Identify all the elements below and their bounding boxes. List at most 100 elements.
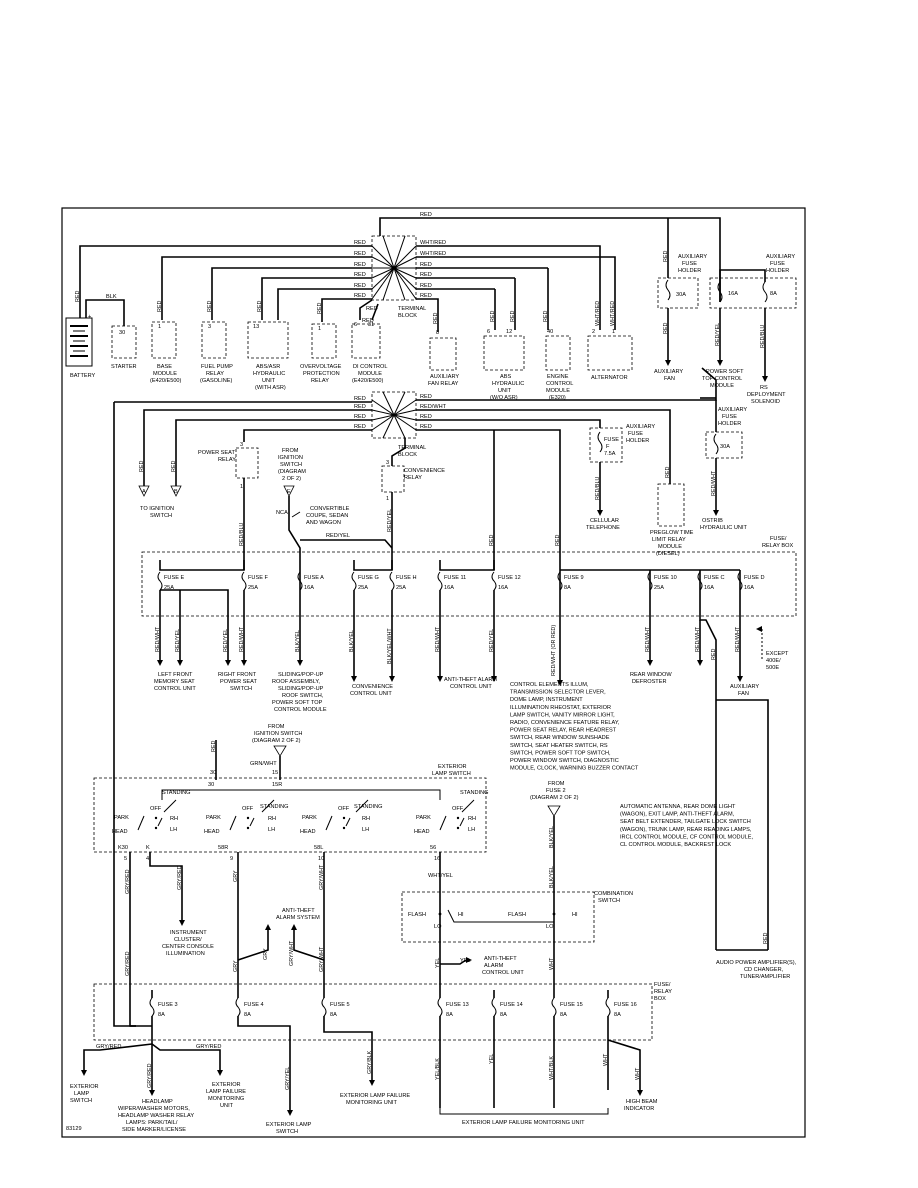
off-label: OFF [242, 806, 254, 812]
svg-text:FROM: FROM [282, 448, 299, 454]
starter: 30 STARTER [111, 325, 137, 370]
overvoltage-protection-relay: 1 OVERVOLTAGE PROTECTION RELAY [300, 323, 342, 384]
svg-text:SLIDING/POP-UP: SLIDING/POP-UP [278, 686, 324, 692]
svg-text:UNIT: UNIT [262, 378, 276, 384]
svg-text:1: 1 [158, 324, 161, 330]
svg-text:2: 2 [592, 329, 595, 335]
sliding-roof-label: SLIDING/POP-UP ROOF ASSEMBLY, SLIDING/PO… [272, 672, 327, 713]
combination-switch [401, 891, 595, 943]
svg-text:LEFT FRONT: LEFT FRONT [158, 672, 193, 678]
svg-text:CONTROL UNIT: CONTROL UNIT [154, 686, 196, 692]
wire-label: RED [354, 414, 366, 420]
wht-yel-label: WHT/YEL [428, 873, 453, 879]
fuse-name: FUSE 10 [654, 575, 677, 581]
wire-label: WHT/RED [610, 301, 616, 326]
cellular-telephone-label: CELLULAR TELEPHONE [586, 518, 620, 531]
wire-label: RED [354, 424, 366, 430]
wire-label: WHT/BLK [549, 1056, 555, 1080]
wire-label: GRY/RED [125, 869, 131, 894]
auto-antenna-label: AUTOMATIC ANTENNA, REAR DOME LIGHT(WAGON… [620, 804, 753, 848]
wire-label: RED [711, 649, 717, 660]
svg-text:(DIAGRAM: (DIAGRAM [278, 469, 306, 475]
di-control-module: 6 31 DI CONTROL MODULE (E420/E500) [351, 322, 388, 384]
svg-text:AUXILIARY: AUXILIARY [730, 684, 759, 690]
wire-label: RED [354, 283, 366, 289]
svg-text:SWITCH: SWITCH [150, 513, 172, 519]
rh-label: RH [468, 816, 476, 822]
svg-text:K: K [146, 845, 150, 851]
head-label: HEAD [112, 829, 128, 835]
svg-text:400E/: 400E/ [766, 658, 781, 664]
wire-label: YEL [435, 958, 441, 968]
svg-text:MONITORING UNIT: MONITORING UNIT [346, 1100, 397, 1106]
exterior-lamp-failure-3-label: EXTERIOR LAMP FAILURE MONITORING UNIT [462, 1120, 585, 1126]
pin-label: 15 [272, 770, 278, 776]
lo-label: LO [434, 924, 442, 930]
svg-text:9: 9 [230, 856, 233, 862]
wire-label: BLK [106, 294, 117, 300]
wire-label: RED [366, 306, 378, 312]
svg-text:EXTERIOR LAMP FAILURE: EXTERIOR LAMP FAILURE [340, 1093, 410, 1099]
wire-label: RED [354, 396, 366, 402]
svg-text:MODULE: MODULE [358, 371, 382, 377]
standing-label: STANDING [354, 804, 383, 810]
control-elements-line: POWER SEAT RELAY, REAR HEADREST [510, 728, 617, 734]
battery: + BATTERY [65, 314, 96, 379]
fuse-relay-box-2 [93, 983, 653, 1041]
auxiliary-fan-relay: 8 AUXILIARY FAN RELAY [428, 330, 459, 387]
head-label: HEAD [300, 829, 316, 835]
fuse-rating: 16A [744, 585, 754, 591]
wire-label: RED [420, 424, 432, 430]
wire-label: RED [207, 301, 213, 312]
fuse-rating: 25A [248, 585, 258, 591]
wire-label: RED [139, 461, 145, 472]
terminal-block-label-middle: TERMINAL BLOCK [398, 445, 426, 458]
instrument-cluster-label: INSTRUMENT CLUSTER/ CENTER CONSOLE ILLUM… [162, 930, 214, 957]
wire-label: RED/BLU [760, 325, 766, 348]
svg-text:MODULE: MODULE [546, 388, 570, 394]
svg-text:30A: 30A [676, 292, 686, 298]
wire-label: RED [663, 251, 669, 262]
svg-text:LAMP: LAMP [74, 1091, 90, 1097]
control-elements-line: TRANSMISSION SELECTOR LEVER, [510, 690, 606, 696]
lamp-switch-bottom-pins: K30 K 58R 58L 56 5 4 9 10 16 [118, 845, 440, 862]
svg-text:EXCEPT: EXCEPT [766, 651, 789, 657]
svg-text:8: 8 [436, 330, 439, 336]
fuse-rating: 25A [654, 585, 664, 591]
wire-label: RED [171, 461, 177, 472]
wire-label: RED [362, 318, 374, 324]
wire-label: RED [490, 311, 496, 322]
left-front-memory-seat-label: LEFT FRONT MEMORY SEAT CONTROL UNIT [154, 672, 196, 692]
svg-text:HYDRAULIC: HYDRAULIC [253, 371, 285, 377]
top-bus-red-label: RED [420, 212, 432, 218]
svg-text:HOLDER: HOLDER [766, 268, 789, 274]
power-soft-top-label: POWER SOFT TOP CONTROL MODULE [702, 369, 744, 389]
wire-label: RED [211, 741, 217, 752]
fuse-rating: 8A [330, 1012, 337, 1018]
audio-amplifier-label: AUDIO POWER AMPLIFIER(S), CD CHANGER, TU… [716, 960, 797, 980]
wire-label: GRY [233, 960, 239, 972]
svg-text:5: 5 [124, 856, 127, 862]
pin-label: 15R [272, 782, 282, 788]
base-module: 1 BASE MODULE (E420/E500) [150, 321, 182, 384]
svg-text:CLUSTER/: CLUSTER/ [174, 937, 202, 943]
svg-text:CONVENIENCE: CONVENIENCE [404, 468, 445, 474]
svg-text:1: 1 [318, 326, 321, 332]
fuse-name: FUSE 9 [564, 575, 584, 581]
control-elements-line: POWER WINDOW SWITCH, DIAGNOSTIC [510, 758, 619, 764]
svg-text:RELAY: RELAY [654, 989, 672, 995]
auxiliary-fuse-holder-1: AUXILIARY FUSE HOLDER 30A [657, 254, 707, 309]
standing-label: STANDING [162, 790, 191, 796]
svg-text:SWITCH: SWITCH [276, 1129, 298, 1135]
control-elements-line: RADIO, CONVENIENCE FEATURE RELAY, [510, 720, 620, 726]
svg-text:ROOF ASSEMBLY,: ROOF ASSEMBLY, [272, 679, 320, 685]
fuse: FUSE 98A [557, 571, 584, 591]
wire-label: RED/WHT [711, 470, 717, 496]
svg-text:8A: 8A [770, 291, 777, 297]
fuse-name: FUSE F [248, 575, 268, 581]
svg-text:POWER SEAT: POWER SEAT [198, 450, 235, 456]
svg-text:HYDRAULIC: HYDRAULIC [492, 381, 524, 387]
svg-text:SWITCH: SWITCH [70, 1098, 92, 1104]
